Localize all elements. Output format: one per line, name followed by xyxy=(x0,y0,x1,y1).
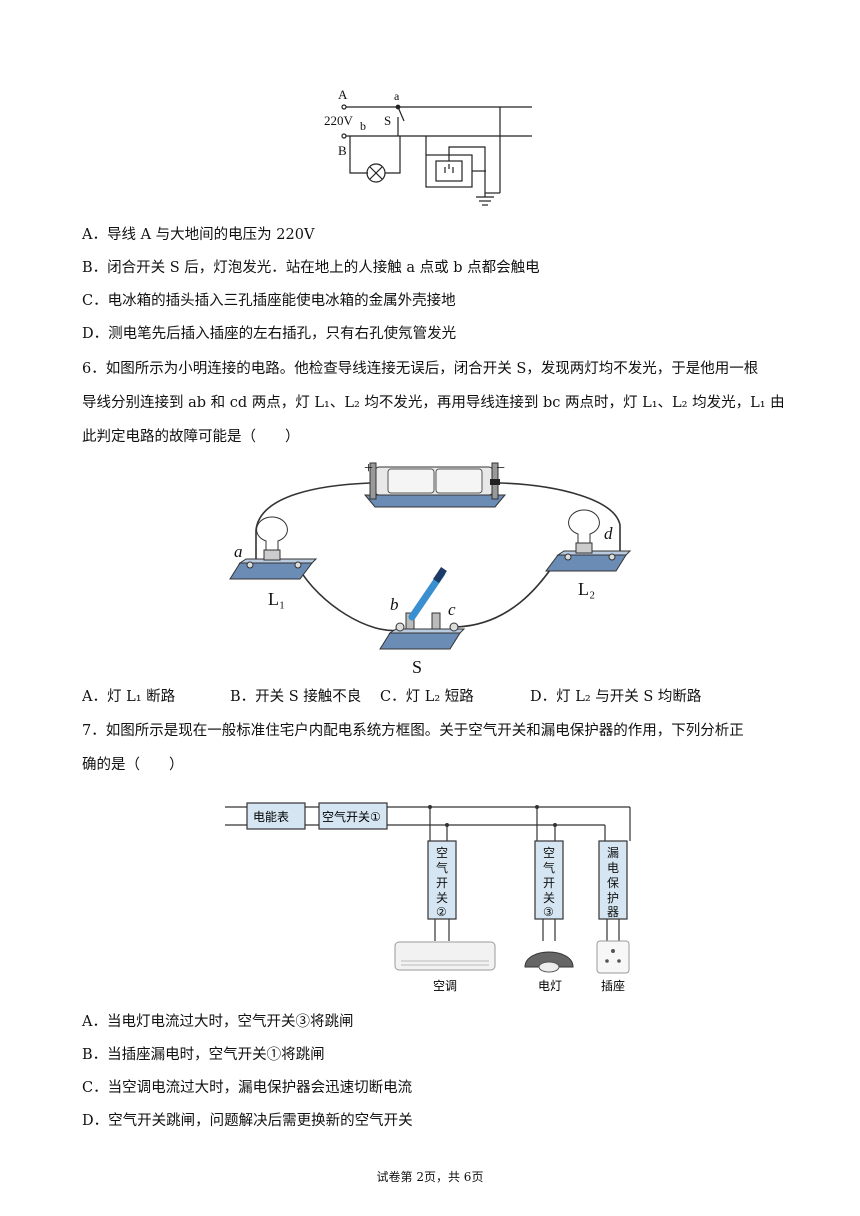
rcd-char: 保 xyxy=(607,876,619,890)
q6-option-c: C．灯 L₂ 短路 xyxy=(380,689,474,705)
q7-option-d: D．空气开关跳闸，问题解决后需更换新的空气开关 xyxy=(82,1113,413,1129)
label-point-d: d xyxy=(604,524,613,543)
breaker3-char: ③ xyxy=(543,905,554,919)
q6-stem-line2: 导线分别连接到 ab 和 cd 两点，灯 L₁、L₂ 均不发光，再用导线连接到 … xyxy=(82,395,785,411)
label-point-c: c xyxy=(448,600,456,619)
ceiling-lamp-icon xyxy=(524,951,574,973)
battery-holder xyxy=(363,462,507,508)
label-L1: L₁ xyxy=(268,589,285,609)
breaker2-char: 气 xyxy=(436,860,448,875)
label-A: A xyxy=(338,87,348,102)
household-circuit-figure: A a 220V b S B xyxy=(324,87,532,206)
q7-option-a: A．当电灯电流过大时，空气开关③将跳闸 xyxy=(82,1014,354,1030)
q5-option-d: D．测电笔先后插入插座的左右插孔，只有右孔使氖管发光 xyxy=(82,326,457,342)
breaker1-box-label: 空气开关① xyxy=(322,809,381,824)
switch-S xyxy=(379,567,466,650)
rcd-char: 电 xyxy=(607,861,619,875)
lamp-L2 xyxy=(545,509,632,572)
q5-option-a: A．导线 A 与大地间的电压为 220V xyxy=(82,227,315,243)
breaker2-char: 空 xyxy=(436,846,448,860)
q7-stem-line2: 确的是（ ） xyxy=(82,757,184,773)
q6-stem-line1: 6．如图所示为小明连接的电路。他检查导线连接无误后，闭合开关 S，发现两灯均不发… xyxy=(82,361,759,377)
page-footer: 试卷第 2页，共 6页 xyxy=(376,1170,484,1184)
q6-option-a: A．灯 L₁ 断路 xyxy=(82,689,176,705)
q7-stem-line1: 7．如图所示是现在一般标准住宅户内配电系统方框图。关于空气开关和漏电保护器的作用… xyxy=(82,723,744,739)
q7-option-c: C．当空调电流过大时，漏电保护器会迅速切断电流 xyxy=(82,1080,413,1096)
label-220v: 220V xyxy=(324,113,354,128)
q5-option-c: C．电冰箱的插头插入三孔插座能使电冰箱的金属外壳接地 xyxy=(82,293,456,309)
meter-box-label: 电能表 xyxy=(253,810,289,824)
label-a: a xyxy=(394,89,400,103)
air-conditioner-icon xyxy=(394,941,496,971)
label-S: S xyxy=(384,113,391,128)
q6-option-b: B．开关 S 接触不良 xyxy=(230,689,362,705)
label-L2: L₂ xyxy=(578,579,595,599)
q5-option-b: B．闭合开关 S 后，灯泡发光．站在地上的人接触 a 点或 b 点都会触电 xyxy=(82,260,540,276)
q7-option-b: B．当插座漏电时，空气开关①将跳闸 xyxy=(82,1047,325,1063)
rcd-char: 漏 xyxy=(607,846,619,860)
q6-option-d: D．灯 L₂ 与开关 S 均断路 xyxy=(530,689,702,705)
label-B: B xyxy=(338,143,347,158)
minus-sign: − xyxy=(496,460,505,477)
q6-stem-line3: 此判定电路的故障可能是（ ） xyxy=(82,429,300,445)
breaker3-char: 气 xyxy=(543,860,555,875)
breaker3-char: 开 xyxy=(543,876,555,890)
label-b: b xyxy=(360,119,366,133)
rcd-char: 器 xyxy=(607,905,619,919)
breaker2-char: ② xyxy=(436,905,447,919)
series-circuit-figure: + − a d b c L₁ L₂ S xyxy=(229,460,632,677)
plus-sign: + xyxy=(364,460,373,477)
lamp-label: 电灯 xyxy=(538,979,562,993)
breaker3-char: 空 xyxy=(543,846,555,860)
breaker2-char: 开 xyxy=(436,876,448,890)
distribution-block-diagram: 电能表 空气开关① 空 气 开 关 ② 空 气 开 关 ③ 漏 电 保 护 器 … xyxy=(225,802,631,993)
label-point-a: a xyxy=(234,542,243,561)
label-point-b: b xyxy=(390,595,399,614)
lamp-L1 xyxy=(229,516,318,580)
socket-icon xyxy=(596,940,630,974)
rcd-char: 护 xyxy=(607,891,619,905)
label-switch-S: S xyxy=(412,657,422,677)
socket-label: 插座 xyxy=(601,978,625,993)
breaker2-char: 关 xyxy=(436,891,448,905)
ac-label: 空调 xyxy=(433,979,457,993)
breaker3-char: 关 xyxy=(543,891,555,905)
